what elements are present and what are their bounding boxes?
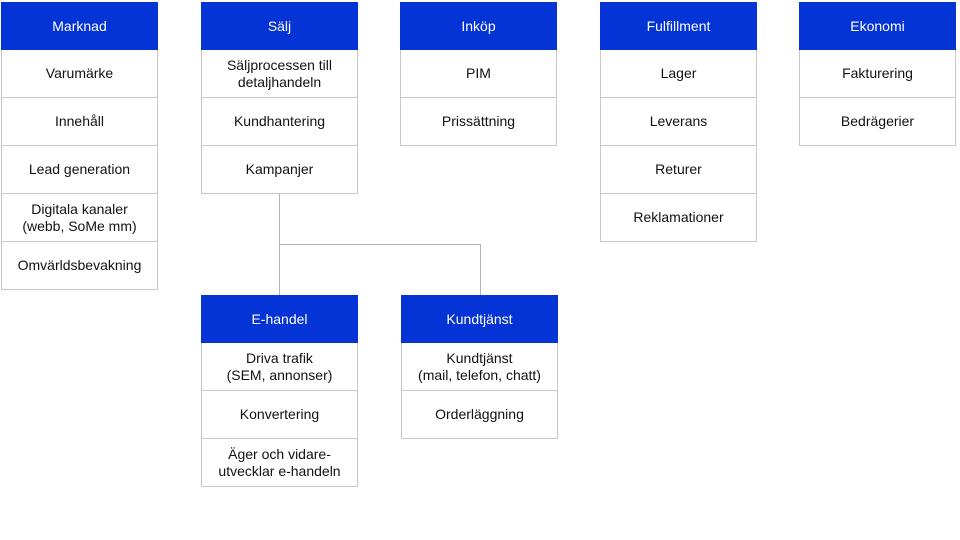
- column-header-marknad: Marknad: [1, 2, 158, 50]
- column-inkop: Inköp PIM Prissättning: [400, 2, 557, 146]
- cell-konvertering: Konvertering: [201, 391, 358, 439]
- cell-kundhantering: Kundhantering: [201, 98, 358, 146]
- cell-varumarke: Varumärke: [1, 50, 158, 98]
- cell-reklamationer: Reklamationer: [600, 194, 757, 242]
- cell-omvarldsbevakning: Omvärldsbevakning: [1, 242, 158, 290]
- column-header-ekonomi: Ekonomi: [799, 2, 956, 50]
- cell-kundtjanst-kanaler: Kundtjänst (mail, telefon, chatt): [401, 343, 558, 391]
- cell-lager: Lager: [600, 50, 757, 98]
- cell-prissattning: Prissättning: [400, 98, 557, 146]
- cell-driva-trafik: Driva trafik (SEM, annonser): [201, 343, 358, 391]
- column-header-kundtjanst: Kundtjänst: [401, 295, 558, 343]
- cell-ager-och-vidareutvecklar: Äger och vidare- utvecklar e-handeln: [201, 439, 358, 487]
- cell-lead-generation: Lead generation: [1, 146, 158, 194]
- cell-saljprocessen: Säljprocessen till detaljhandeln: [201, 50, 358, 98]
- column-header-inkop: Inköp: [400, 2, 557, 50]
- column-header-fulfillment: Fulfillment: [600, 2, 757, 50]
- column-ehandel: E-handel Driva trafik (SEM, annonser) Ko…: [201, 295, 358, 487]
- cell-digitala-kanaler: Digitala kanaler (webb, SoMe mm): [1, 194, 158, 242]
- cell-innehall: Innehåll: [1, 98, 158, 146]
- column-salj: Sälj Säljprocessen till detaljhandeln Ku…: [201, 2, 358, 194]
- cell-pim: PIM: [400, 50, 557, 98]
- column-marknad: Marknad Varumärke Innehåll Lead generati…: [1, 2, 158, 290]
- cell-leverans: Leverans: [600, 98, 757, 146]
- connector-vertical-salj: [279, 193, 280, 245]
- cell-orderlaggning: Orderläggning: [401, 391, 558, 439]
- column-header-ehandel: E-handel: [201, 295, 358, 343]
- connector-vertical-kundtjanst: [480, 244, 481, 295]
- column-header-salj: Sälj: [201, 2, 358, 50]
- column-ekonomi: Ekonomi Fakturering Bedrägerier: [799, 2, 956, 146]
- cell-bedragerier: Bedrägerier: [799, 98, 956, 146]
- connector-horizontal: [279, 244, 481, 245]
- connector-vertical-ehandel: [279, 244, 280, 295]
- cell-fakturering: Fakturering: [799, 50, 956, 98]
- column-fulfillment: Fulfillment Lager Leverans Returer Rekla…: [600, 2, 757, 242]
- column-kundtjanst: Kundtjänst Kundtjänst (mail, telefon, ch…: [401, 295, 558, 439]
- cell-kampanjer: Kampanjer: [201, 146, 358, 194]
- cell-returer: Returer: [600, 146, 757, 194]
